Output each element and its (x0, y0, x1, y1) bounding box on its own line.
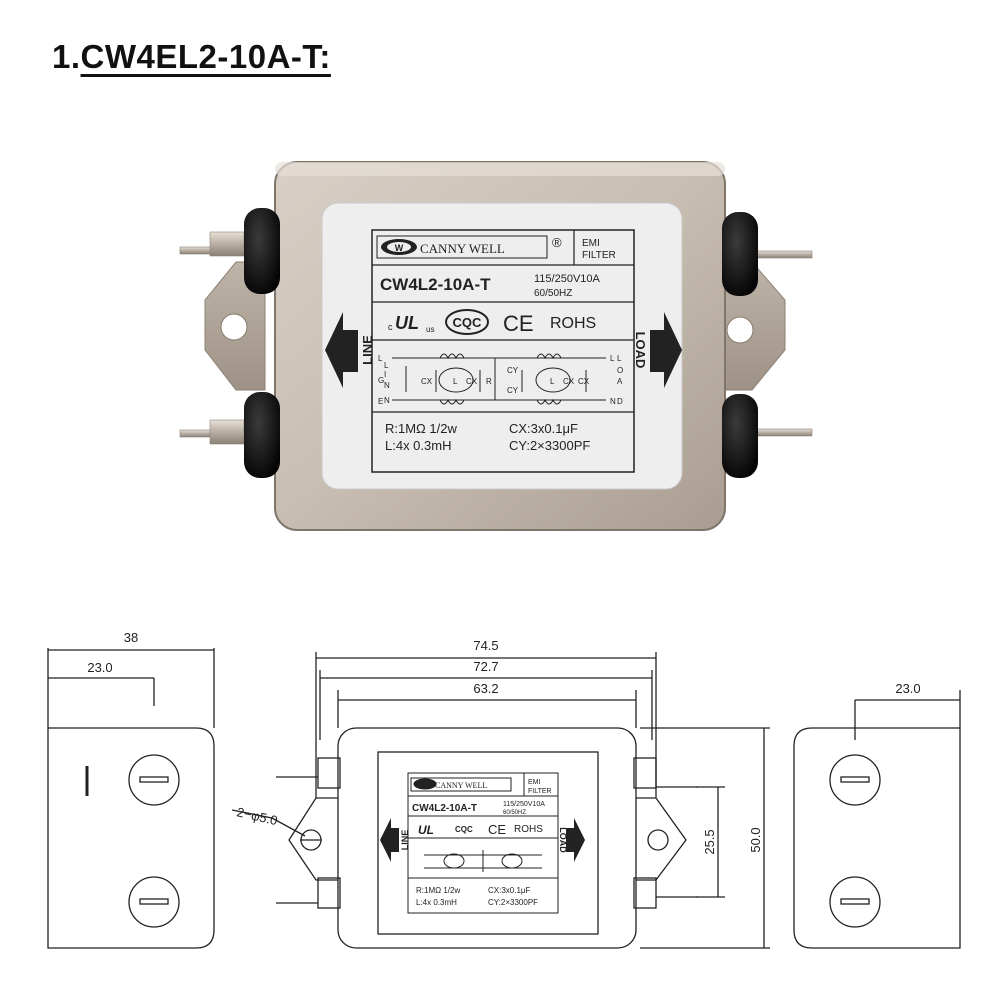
svg-text:us: us (426, 325, 434, 334)
svg-text:CY:2×3300PF: CY:2×3300PF (488, 898, 538, 907)
svg-text:W: W (395, 243, 404, 253)
svg-text:LINE: LINE (400, 830, 410, 851)
filter-text: FILTER (582, 250, 616, 261)
title-model: CW4EL2-10A-T: (80, 38, 331, 75)
page-title: 1.CW4EL2-10A-T: (52, 38, 331, 76)
dim-25-5: 25.5 (702, 829, 717, 854)
svg-text:D: D (617, 397, 623, 406)
line-arrow: LINE (325, 312, 375, 388)
svg-text:CE: CE (503, 311, 534, 336)
dim-74-5: 74.5 (473, 638, 498, 653)
svg-text:I: I (384, 370, 386, 379)
mounting-flange-left (204, 261, 266, 391)
spec-l: L:4x 0.3mH (385, 438, 451, 453)
svg-text:CX:3x0.1μF: CX:3x0.1μF (488, 886, 531, 895)
brand-name: CANNY WELL (420, 241, 505, 256)
svg-text:CW4L2-10A-T: CW4L2-10A-T (412, 803, 477, 814)
svg-text:L: L (550, 377, 555, 386)
svg-text:O: O (617, 366, 623, 375)
svg-text:N: N (384, 381, 390, 390)
dim-63-2: 63.2 (473, 681, 498, 696)
terminal-caps (244, 208, 758, 478)
svg-text:L: L (384, 361, 389, 370)
side-view-right (793, 690, 961, 949)
svg-text:ROHS: ROHS (550, 315, 596, 332)
svg-text:60/50HZ: 60/50HZ (503, 810, 526, 816)
svg-text:LOAD: LOAD (633, 332, 648, 369)
label-sticker (321, 202, 683, 490)
svg-text:L: L (617, 354, 622, 363)
load-arrow: LOAD (633, 312, 682, 388)
svg-text:A: A (617, 377, 623, 386)
svg-text:ROHS: ROHS (514, 824, 543, 835)
svg-text:c: c (388, 322, 393, 332)
svg-text:N: N (610, 397, 616, 406)
hole-note: 2−φ5.0 (235, 804, 279, 828)
svg-text:R: R (486, 377, 492, 386)
svg-text:L: L (453, 377, 458, 386)
svg-text:EMI: EMI (528, 779, 541, 786)
label-rating-freq: 60/50HZ (534, 288, 572, 299)
svg-text:L: L (610, 354, 615, 363)
svg-text:G: G (378, 376, 384, 385)
svg-text:E: E (378, 397, 383, 406)
title-prefix: 1. (52, 38, 81, 75)
front-view-label (407, 772, 559, 914)
spec-r: R:1MΩ 1/2w (385, 421, 457, 436)
terminal-pins (179, 231, 813, 445)
svg-text:CY: CY (507, 366, 519, 375)
dim-72-7: 72.7 (473, 659, 498, 674)
side-view-left (47, 648, 215, 949)
svg-text:L: L (378, 354, 383, 363)
dim-23-left: 23.0 (87, 660, 112, 675)
canny-well-logo: W CANNY WELL ® (376, 235, 562, 259)
svg-text:CE: CE (488, 822, 506, 837)
svg-text:CQC: CQC (455, 825, 473, 834)
svg-text:FILTER: FILTER (528, 788, 552, 795)
svg-text:LINE: LINE (360, 335, 375, 365)
svg-text:CX: CX (578, 377, 590, 386)
svg-text:CANNY WELL: CANNY WELL (435, 781, 487, 790)
front-view (231, 652, 770, 949)
label-model: CW4L2-10A-T (380, 275, 491, 294)
dim-38: 38 (124, 630, 138, 645)
svg-text:CY: CY (507, 386, 519, 395)
svg-text:LOAD: LOAD (558, 827, 568, 853)
svg-text:115/250V10A: 115/250V10A (503, 801, 545, 808)
spec-cx: CX:3x0.1μF (509, 421, 578, 436)
schematic-diagram (392, 353, 606, 405)
certification-marks: c UL us CQC CE ROHS (388, 309, 596, 336)
svg-text:CX: CX (421, 377, 433, 386)
svg-text:UL: UL (418, 823, 434, 837)
svg-text:L:4x 0.3mH: L:4x 0.3mH (416, 898, 457, 907)
svg-text:®: ® (552, 235, 562, 250)
label-rating-voltage: 115/250V10A (534, 273, 601, 285)
dim-50: 50.0 (748, 827, 763, 852)
spec-cy: CY:2×3300PF (509, 438, 590, 453)
dim-23-right: 23.0 (895, 681, 920, 696)
svg-text:CX: CX (563, 377, 575, 386)
svg-text:CX: CX (466, 377, 478, 386)
emi-text: EMI (582, 238, 600, 249)
svg-text:CQC: CQC (453, 315, 483, 330)
svg-text:R:1MΩ 1/2w: R:1MΩ 1/2w (416, 886, 460, 895)
svg-text:UL: UL (395, 313, 419, 333)
svg-text:N: N (384, 396, 390, 405)
